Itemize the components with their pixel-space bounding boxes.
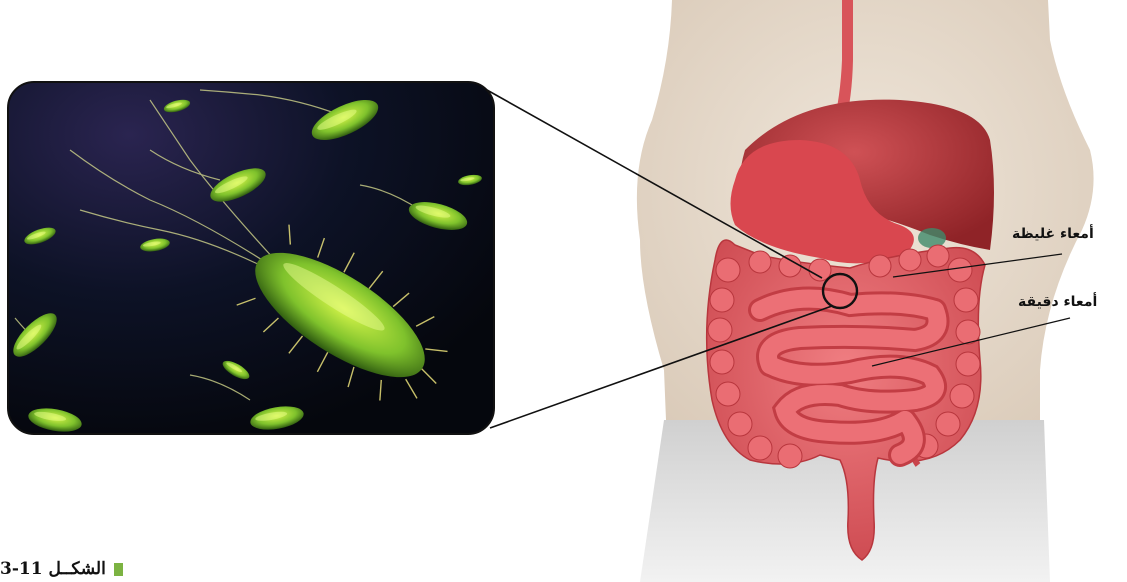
caption-text: الشكــل 11-3 xyxy=(0,559,106,579)
gallbladder xyxy=(918,228,946,248)
caption-square-icon xyxy=(114,563,123,576)
label-small-intestine: أمعاء دقيقة xyxy=(1018,294,1097,310)
bacteria-closeup xyxy=(7,82,494,435)
figure-caption: الشكــل 11-3 xyxy=(0,556,165,582)
label-large-intestine: أمعاء غليظة xyxy=(1012,226,1094,242)
